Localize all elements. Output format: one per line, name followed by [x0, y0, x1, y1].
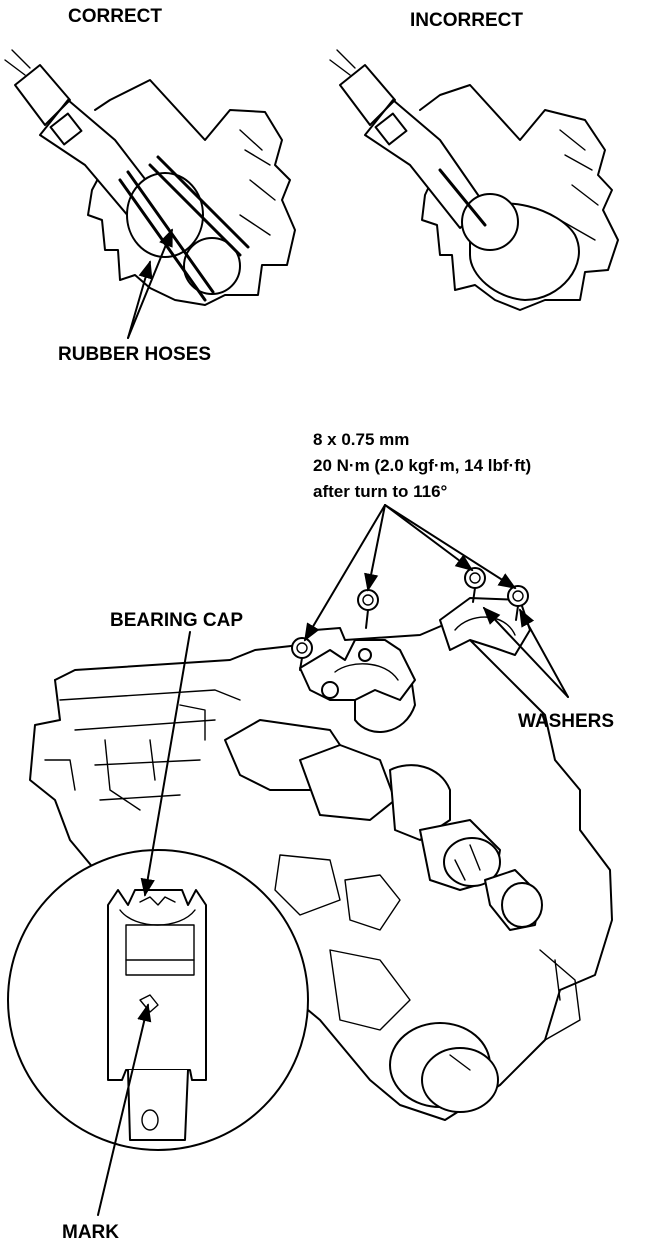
spec-torque: 20 N·m (2.0 kgf·m, 14 lbf·ft): [313, 456, 531, 475]
crankshaft: [224, 653, 543, 931]
correct-label: CORRECT: [68, 6, 162, 27]
inset-magnifier: [7, 849, 309, 1151]
spec-angle: after turn to 116°: [313, 482, 448, 501]
mark-label: MARK: [62, 1222, 119, 1243]
crank-pin: [183, 237, 241, 295]
connecting-rod-incorrect: [329, 49, 486, 229]
engine-block: [29, 567, 613, 1121]
rubber-hoses-label: RUBBER HOSES: [58, 344, 211, 365]
crank-journal: [126, 172, 204, 258]
correct-illustration: [4, 49, 296, 306]
crank-pin-incorrect: [461, 193, 519, 251]
incorrect-label: INCORRECT: [410, 10, 523, 31]
bearing-cap-removed: [439, 597, 531, 656]
bearing-cap-label: BEARING CAP: [110, 610, 243, 631]
bearing-cap-installed: [299, 639, 416, 701]
incorrect-illustration: [329, 49, 619, 311]
spec-bolt-size: 8 x 0.75 mm: [313, 430, 409, 449]
bearing-cap-closeup: [107, 889, 207, 1141]
cap-bolts: [291, 567, 529, 671]
crank-pulley: [389, 1022, 499, 1113]
pointer-lines: [97, 504, 569, 1216]
washers-label: WASHERS: [518, 711, 614, 732]
